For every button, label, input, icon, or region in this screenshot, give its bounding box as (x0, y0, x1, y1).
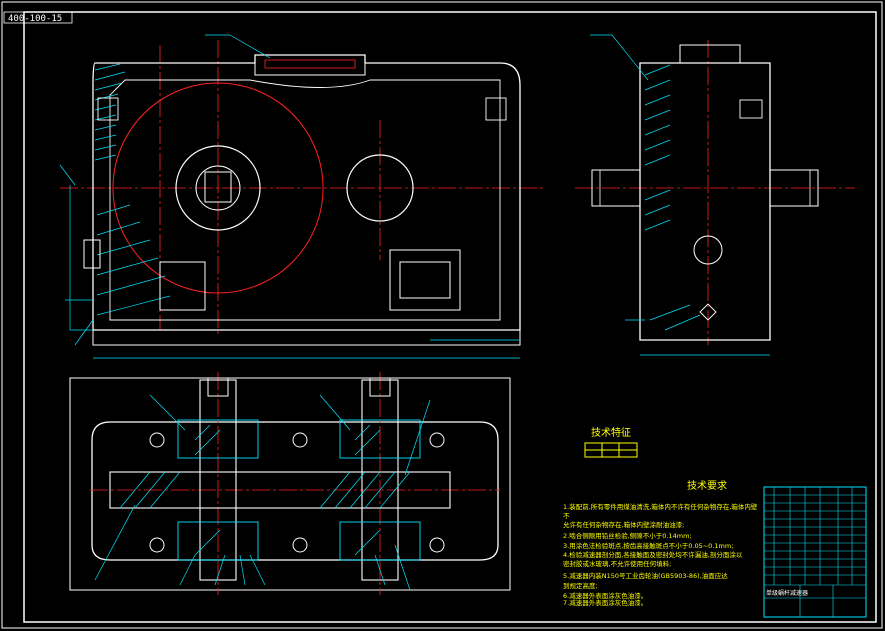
tech-req-line-3: 允许有任何杂物存在,箱体内壁涂耐油油漆; (563, 520, 684, 529)
tech-req-line-8: 5.减速器内装N150号工业齿轮油(GB5903-86),油面应达 (563, 571, 728, 580)
tech-features-block: 技术特征 (584, 426, 638, 458)
tech-requirements-block: 技术要求 1.装配前,所有零件用煤油清洗,箱体内不许有任何杂物存在,箱体内壁 不… (563, 479, 758, 607)
inner-frame (23, 11, 877, 623)
side-view (575, 34, 855, 356)
tech-req-line-2: 不 (563, 512, 570, 520)
tech-requirements-title: 技术要求 (687, 479, 727, 492)
tech-req-line-5: 3.用涂色法检验斑点,按齿高接触斑点不小于0.05~0.1mm; (563, 541, 733, 550)
tech-req-line-9: 到规定高度; (563, 581, 598, 590)
tech-features-title: 技术特征 (591, 426, 631, 439)
tech-req-line-6: 4.检验减速器剖分面,各接触面及密封处均不许漏油,剖分面涂以 (563, 550, 743, 559)
drawing-code: 400-100-15 (8, 14, 62, 24)
tech-req-line-10: 6.减速器外表面涂灰色油漆。 (563, 591, 647, 600)
tech-req-line-7: 密封胶或水玻璃,不允许使用任何填料; (563, 559, 671, 568)
title-block-name: 单级蜗杆减速器 (766, 589, 808, 597)
front-view (59, 34, 545, 359)
tech-req-line-1: 1.装配前,所有零件用煤油清洗,箱体内不许有任何杂物存在,箱体内壁 (563, 502, 758, 511)
top-section-view (69, 372, 511, 595)
tech-req-line-11: 7.减速器外表面涂灰色油漆。 (563, 598, 647, 607)
drawing-code-box: 400-100-15 (3, 11, 73, 24)
tech-req-line-4: 2.啮合侧隙用铅丝检验,侧隙不小于0.14mm; (563, 531, 692, 540)
title-block: 单级蜗杆减速器 (763, 486, 867, 618)
